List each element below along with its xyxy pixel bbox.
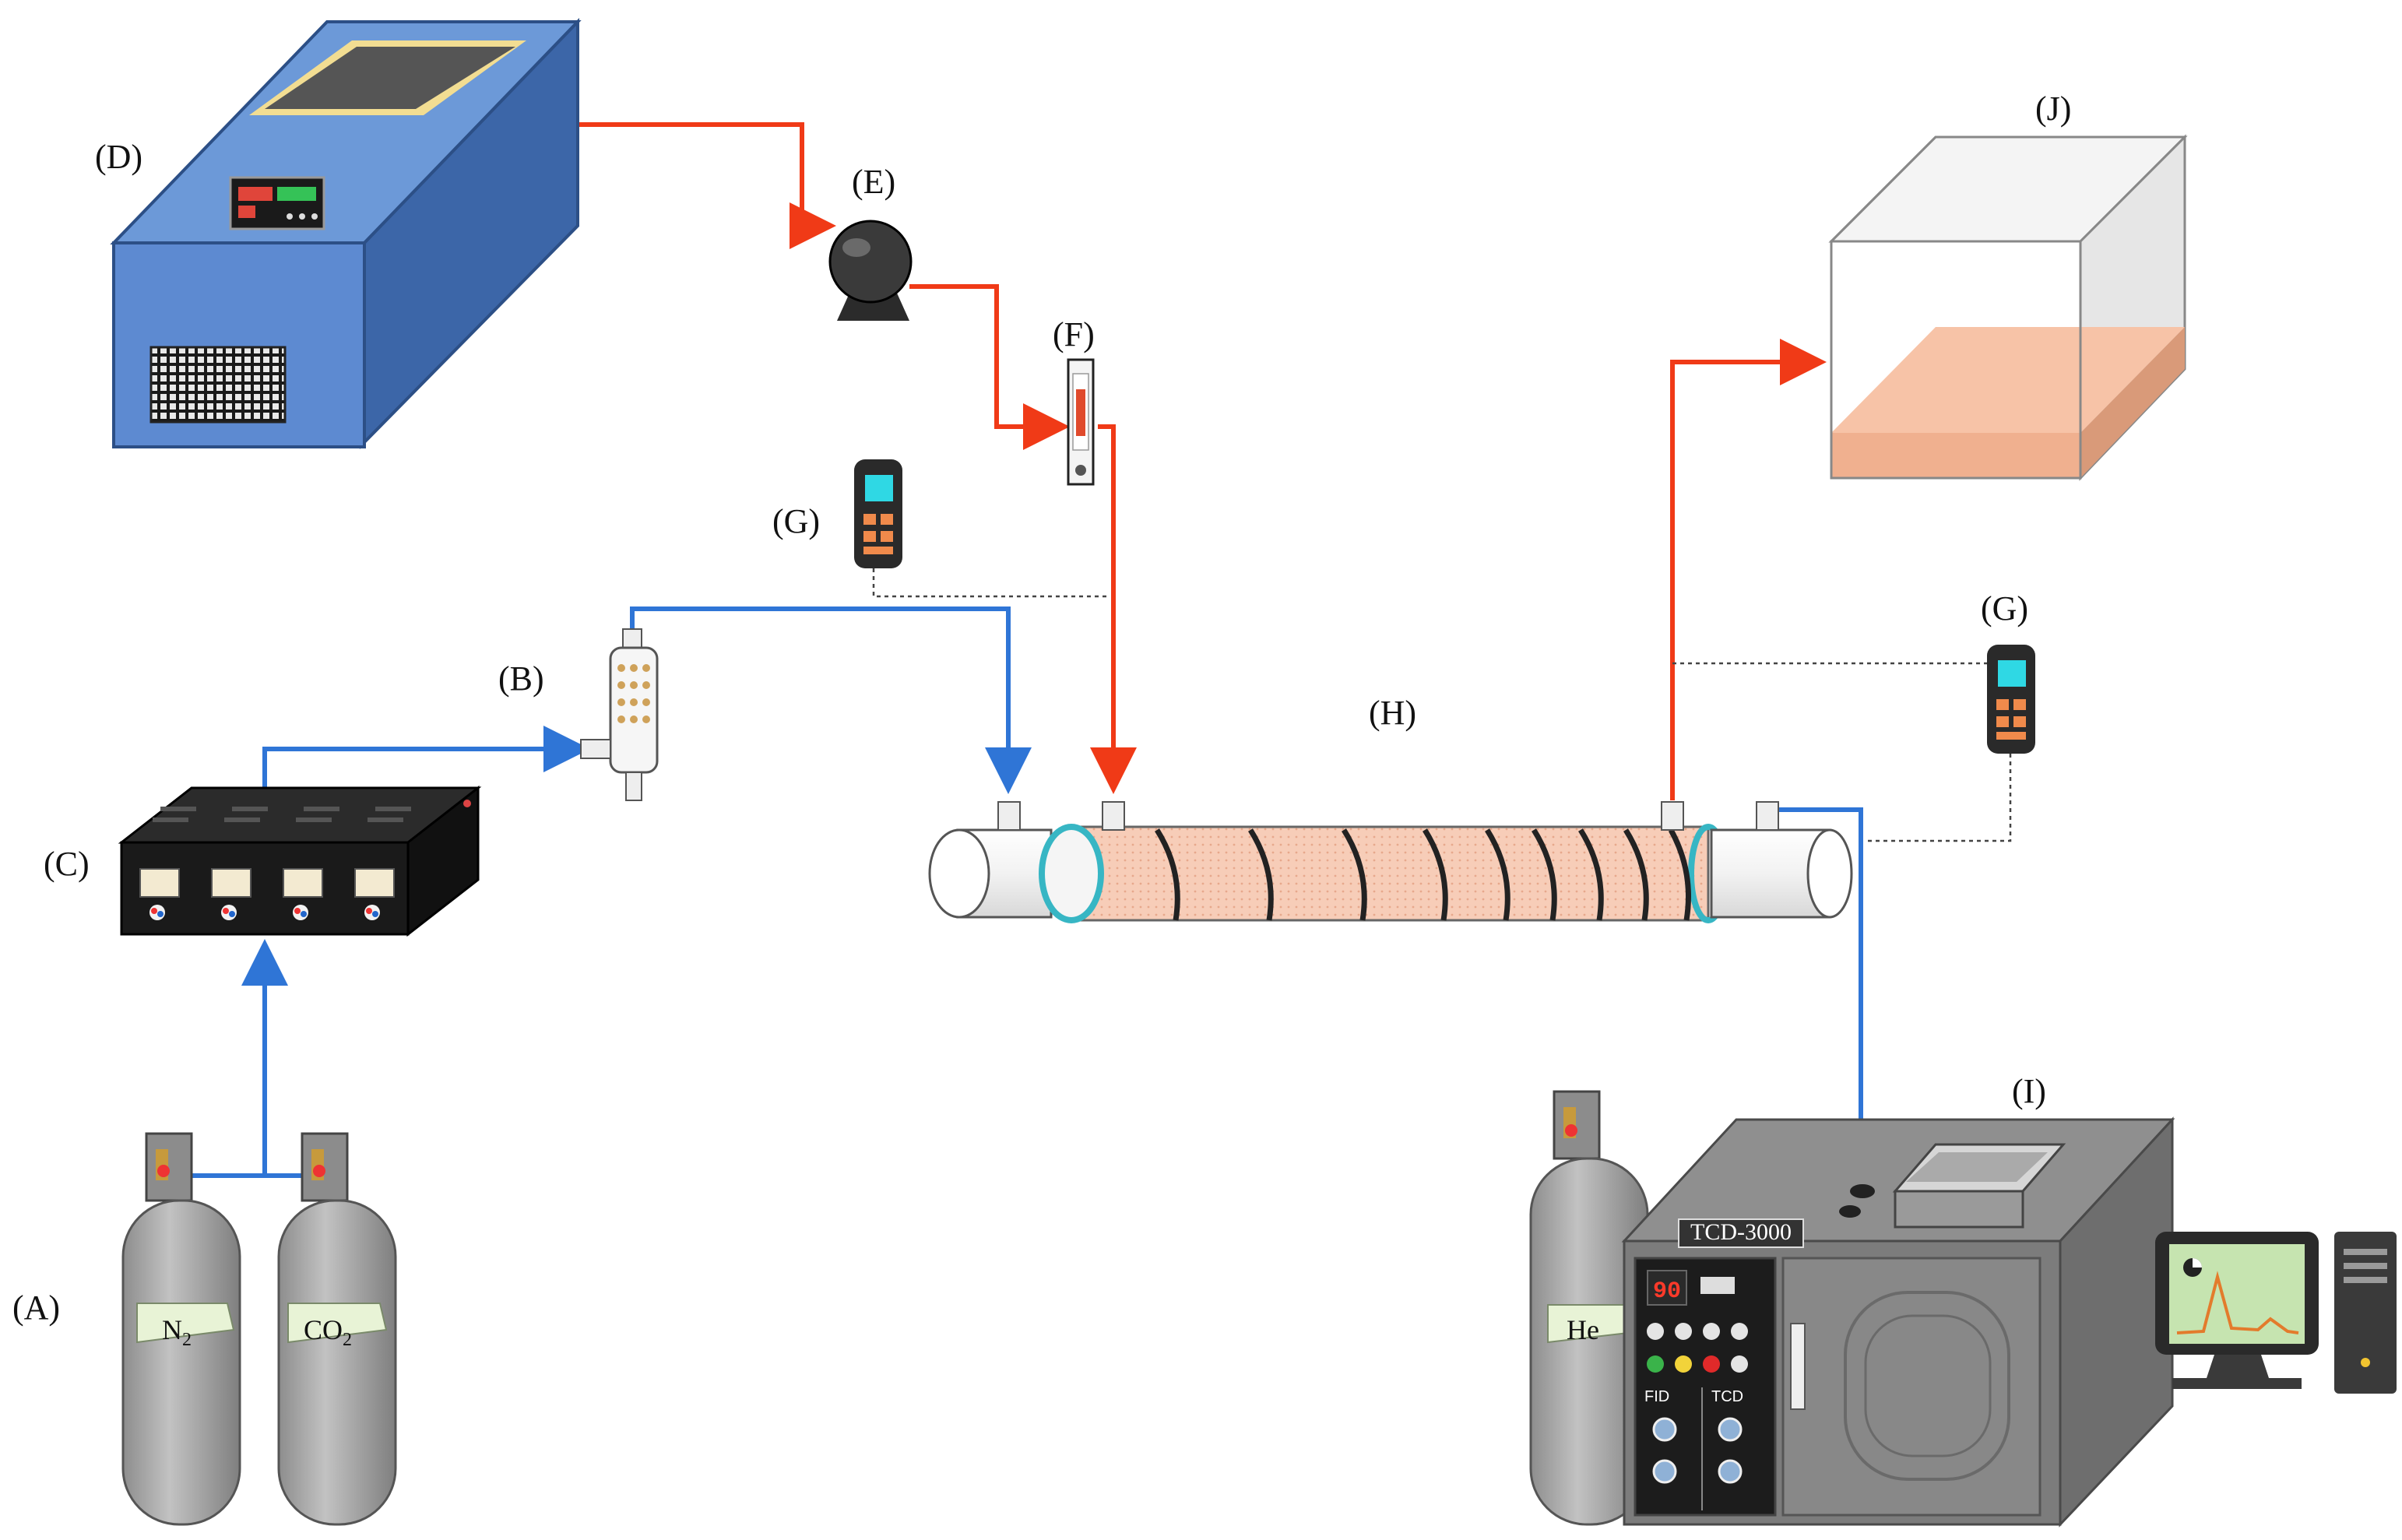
component-labels: (A) (B) (C) (D) (E) (F) (G) (G) (H) (I) … xyxy=(12,90,2071,1327)
label-h: (H) xyxy=(1369,694,1416,732)
label-f: (F) xyxy=(1053,315,1095,353)
he-cylinder: He xyxy=(1529,1090,1649,1526)
chiller-bath xyxy=(110,18,582,449)
thermometer-right xyxy=(1987,645,2035,754)
n2-cylinder: N2 xyxy=(121,1132,241,1526)
gc-display: 90 xyxy=(1653,1278,1681,1305)
computer xyxy=(2155,1232,2397,1394)
flowmeter xyxy=(1067,358,1095,486)
label-a: (A) xyxy=(12,1289,60,1327)
gc-panel-tcd: TCD xyxy=(1711,1388,1743,1405)
liquid-flow-lines xyxy=(576,122,1827,800)
label-b: (B) xyxy=(498,659,544,698)
gc-panel-fid: FID xyxy=(1644,1388,1669,1405)
gas-chromatograph: TCD-3000 90 FID TCD xyxy=(1621,1116,2175,1528)
co2-label: CO2 xyxy=(304,1314,352,1350)
collection-tank xyxy=(1828,134,2188,481)
tubular-reactor xyxy=(928,801,1853,923)
co2-cylinder: CO2 xyxy=(277,1132,397,1526)
label-g-right: (G) xyxy=(1981,589,2028,628)
he-label: He xyxy=(1567,1314,1599,1345)
label-g-top: (G) xyxy=(772,502,820,540)
gas-flow-lines xyxy=(179,607,1884,1178)
mass-flow-controller xyxy=(118,785,482,937)
label-i: (I) xyxy=(2012,1072,2046,1110)
label-c: (C) xyxy=(44,845,90,883)
gc-model-label: TCD-3000 xyxy=(1690,1219,1792,1245)
label-j: (J) xyxy=(2035,90,2071,128)
n2-label: N2 xyxy=(162,1314,192,1350)
gas-mixer xyxy=(580,628,659,801)
pump xyxy=(828,220,913,321)
label-e: (E) xyxy=(852,163,895,201)
label-d: (D) xyxy=(95,138,142,176)
thermocouple-wires xyxy=(872,568,2012,842)
thermometer-top xyxy=(854,459,902,568)
